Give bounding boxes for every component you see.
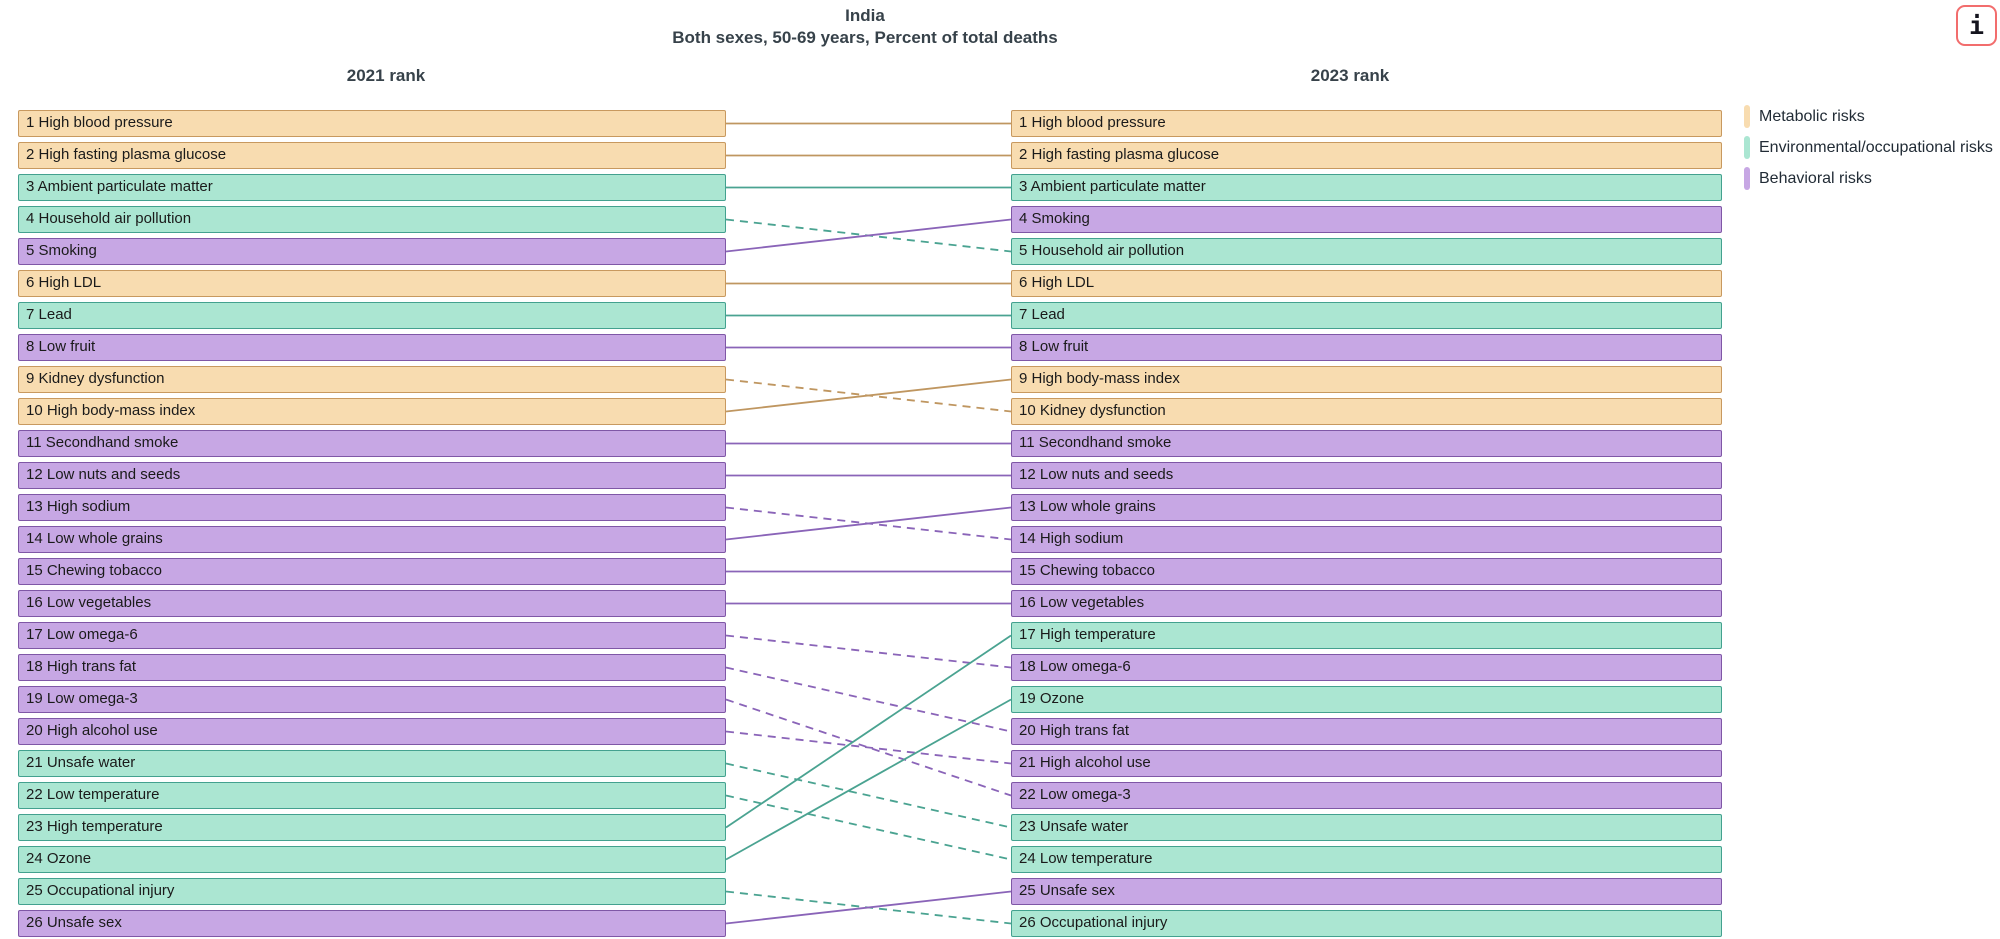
rank-link-25-to-26: [725, 890, 1012, 925]
rank-box-2021-20[interactable]: 20 High alcohol use: [18, 718, 726, 745]
rank-link-22-to-24: [725, 794, 1012, 861]
rank-box-2021-16[interactable]: 16 Low vegetables: [18, 590, 726, 617]
rank-box-2023-25[interactable]: 25 Unsafe sex: [1011, 878, 1722, 905]
rank-link-14-to-13: [725, 506, 1012, 541]
rank-box-2021-5[interactable]: 5 Smoking: [18, 238, 726, 265]
rank-box-2023-17[interactable]: 17 High temperature: [1011, 622, 1722, 649]
rank-box-2021-15[interactable]: 15 Chewing tobacco: [18, 558, 726, 585]
page-title: India: [845, 6, 885, 25]
rank-box-2021-6[interactable]: 6 High LDL: [18, 270, 726, 297]
rank-box-2021-17[interactable]: 17 Low omega-6: [18, 622, 726, 649]
rank-link-26-to-25: [725, 890, 1012, 925]
rank-link-19-to-22: [725, 698, 1012, 797]
rank-box-2021-11[interactable]: 11 Secondhand smoke: [18, 430, 726, 457]
legend-swatch-environmental: [1744, 136, 1750, 159]
rank-box-2023-19[interactable]: 19 Ozone: [1011, 686, 1722, 713]
rank-box-2023-9[interactable]: 9 High body-mass index: [1011, 366, 1722, 393]
rank-box-2021-13[interactable]: 13 High sodium: [18, 494, 726, 521]
rank-link-20-to-21: [725, 730, 1012, 765]
rank-box-2021-12[interactable]: 12 Low nuts and seeds: [18, 462, 726, 489]
rank-box-2021-21[interactable]: 21 Unsafe water: [18, 750, 726, 777]
legend-item-behavioral: Behavioral risks: [1744, 167, 1872, 190]
legend-swatch-metabolic: [1744, 105, 1750, 128]
rank-box-2021-9[interactable]: 9 Kidney dysfunction: [18, 366, 726, 393]
legend-label: Environmental/occupational risks: [1759, 138, 1993, 156]
rank-box-2023-21[interactable]: 21 High alcohol use: [1011, 750, 1722, 777]
rank-box-2021-4[interactable]: 4 Household air pollution: [18, 206, 726, 233]
rank-box-2023-7[interactable]: 7 Lead: [1011, 302, 1722, 329]
rank-link-5-to-4: [725, 218, 1012, 253]
legend-item-metabolic: Metabolic risks: [1744, 105, 1865, 128]
rank-box-2023-5[interactable]: 5 Household air pollution: [1011, 238, 1722, 265]
rank-box-2021-7[interactable]: 7 Lead: [18, 302, 726, 329]
rank-box-2023-2[interactable]: 2 High fasting plasma glucose: [1011, 142, 1722, 169]
column-header-2023-rank: 2023 rank: [1310, 66, 1390, 85]
rank-box-2023-1[interactable]: 1 High blood pressure: [1011, 110, 1722, 137]
rank-link-18-to-20: [725, 666, 1012, 733]
rank-box-2023-16[interactable]: 16 Low vegetables: [1011, 590, 1722, 617]
rank-box-2021-8[interactable]: 8 Low fruit: [18, 334, 726, 361]
rank-box-2021-10[interactable]: 10 High body-mass index: [18, 398, 726, 425]
rank-box-2023-6[interactable]: 6 High LDL: [1011, 270, 1722, 297]
legend-label: Metabolic risks: [1759, 107, 1865, 125]
rank-box-2021-25[interactable]: 25 Occupational injury: [18, 878, 726, 905]
rank-box-2023-3[interactable]: 3 Ambient particulate matter: [1011, 174, 1722, 201]
rank-box-2021-1[interactable]: 1 High blood pressure: [18, 110, 726, 137]
rank-link-21-to-23: [725, 762, 1012, 829]
rank-box-2021-18[interactable]: 18 High trans fat: [18, 654, 726, 681]
rank-link-9-to-10: [725, 378, 1012, 413]
rank-box-2023-18[interactable]: 18 Low omega-6: [1011, 654, 1722, 681]
rank-box-2023-12[interactable]: 12 Low nuts and seeds: [1011, 462, 1722, 489]
info-button[interactable]: i: [1956, 5, 1997, 46]
rank-box-2023-4[interactable]: 4 Smoking: [1011, 206, 1722, 233]
rank-box-2021-23[interactable]: 23 High temperature: [18, 814, 726, 841]
rank-box-2021-22[interactable]: 22 Low temperature: [18, 782, 726, 809]
rank-box-2023-13[interactable]: 13 Low whole grains: [1011, 494, 1722, 521]
rank-box-2023-26[interactable]: 26 Occupational injury: [1011, 910, 1722, 937]
rank-box-2021-3[interactable]: 3 Ambient particulate matter: [18, 174, 726, 201]
rank-link-13-to-14: [725, 506, 1012, 541]
rank-box-2023-8[interactable]: 8 Low fruit: [1011, 334, 1722, 361]
rank-link-10-to-9: [725, 378, 1012, 413]
column-header-2021-rank: 2021 rank: [346, 66, 426, 85]
rank-box-2021-14[interactable]: 14 Low whole grains: [18, 526, 726, 553]
legend-label: Behavioral risks: [1759, 169, 1872, 187]
rank-box-2021-19[interactable]: 19 Low omega-3: [18, 686, 726, 713]
rank-box-2023-23[interactable]: 23 Unsafe water: [1011, 814, 1722, 841]
legend-item-environmental: Environmental/occupational risks: [1744, 136, 1993, 159]
page-subtitle: Both sexes, 50-69 years, Percent of tota…: [672, 28, 1058, 47]
rank-box-2023-24[interactable]: 24 Low temperature: [1011, 846, 1722, 873]
rank-box-2023-22[interactable]: 22 Low omega-3: [1011, 782, 1722, 809]
rank-box-2023-11[interactable]: 11 Secondhand smoke: [1011, 430, 1722, 457]
rank-link-17-to-18: [725, 634, 1012, 669]
rank-link-23-to-17: [725, 634, 1012, 829]
rank-link-4-to-5: [725, 218, 1012, 253]
rank-box-2021-2[interactable]: 2 High fasting plasma glucose: [18, 142, 726, 169]
rank-box-2021-24[interactable]: 24 Ozone: [18, 846, 726, 873]
rank-box-2023-14[interactable]: 14 High sodium: [1011, 526, 1722, 553]
rank-link-24-to-19: [725, 698, 1012, 861]
rank-box-2021-26[interactable]: 26 Unsafe sex: [18, 910, 726, 937]
rank-box-2023-10[interactable]: 10 Kidney dysfunction: [1011, 398, 1722, 425]
rank-box-2023-15[interactable]: 15 Chewing tobacco: [1011, 558, 1722, 585]
rank-box-2023-20[interactable]: 20 High trans fat: [1011, 718, 1722, 745]
legend-swatch-behavioral: [1744, 167, 1750, 190]
